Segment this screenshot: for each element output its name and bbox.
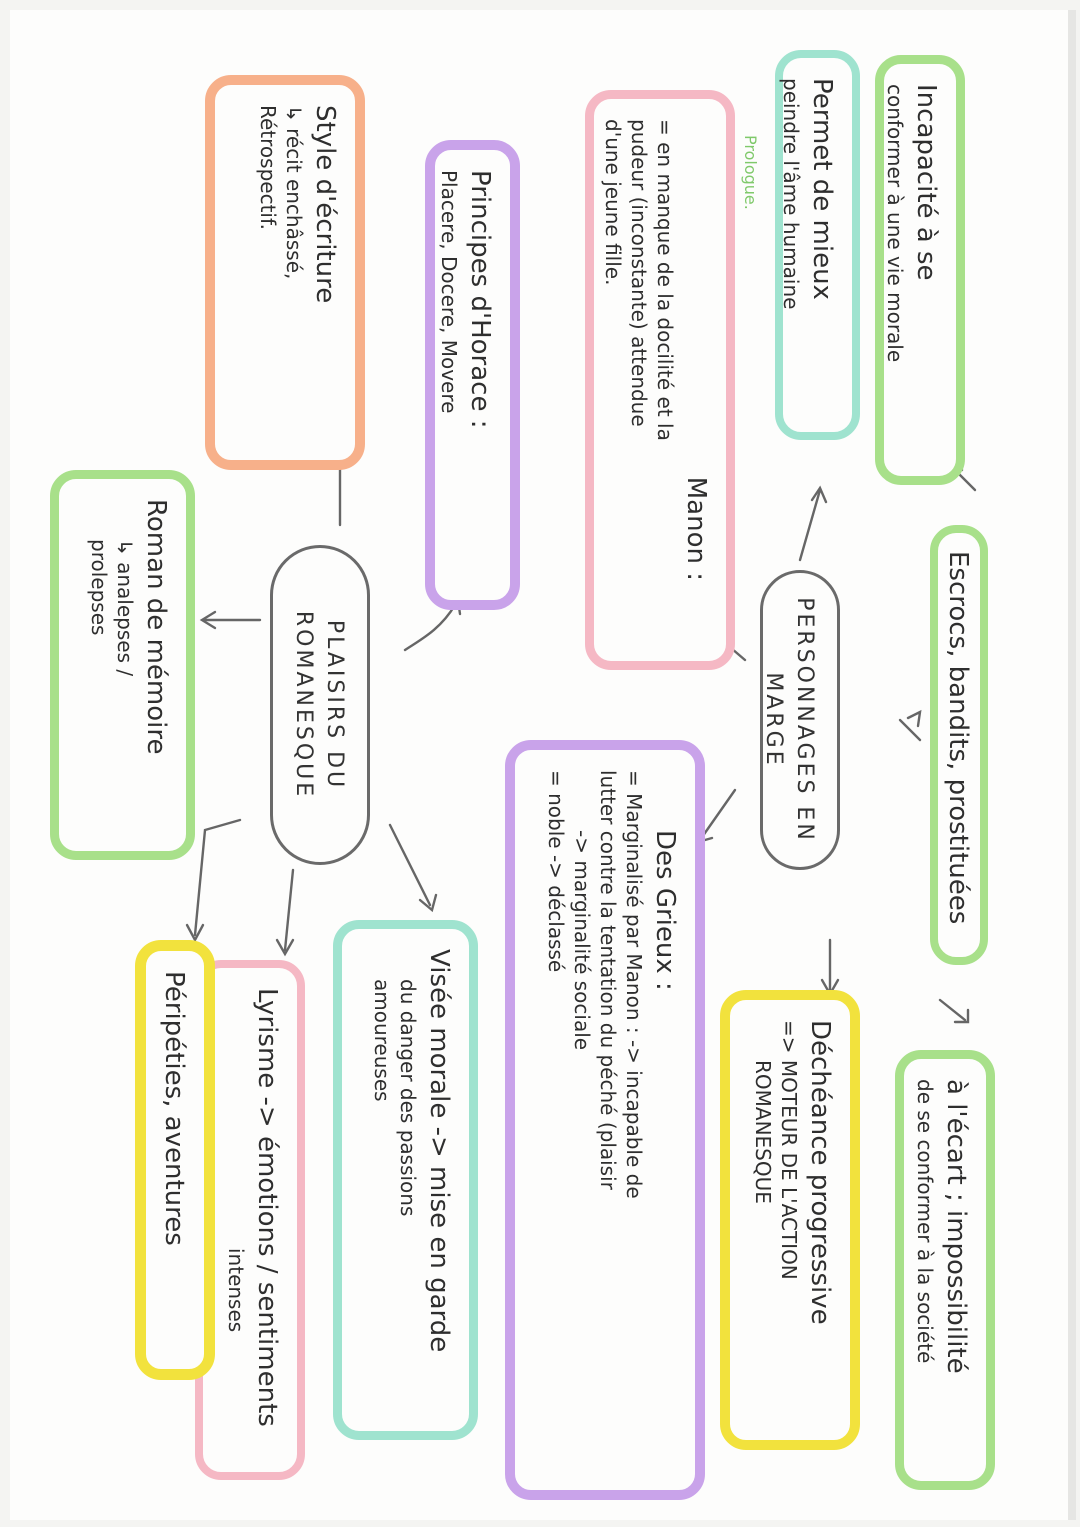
degrieux-line1: = Marginalisé par Manon : -> incapable d… (622, 770, 647, 1199)
manon-line1: = en manque de la docilité et la (653, 119, 678, 441)
manon-title: Manon : (681, 476, 711, 581)
degrieux-line2: lutter contre la tentation du péché (pla… (596, 770, 621, 1190)
memoire-line2: ↳ analepses / (113, 539, 138, 677)
ecart-line2: de se conformer à la société (913, 1079, 938, 1364)
hub-personnages-line1: PERSONNAGES EN (792, 597, 817, 843)
note-style-ecriture: Style d'écriture ↳ récit enchâssé, Rétro… (205, 75, 365, 470)
prologue-text: Prologue. (741, 135, 760, 210)
note-visee-morale: Visée morale -> mise en garde du danger … (333, 920, 478, 1440)
horace-line2: Placere, Docere, Movere (437, 170, 462, 414)
style-line3: Rétrospectif. (256, 105, 281, 230)
degrieux-line4: = noble -> déclassé (544, 770, 569, 973)
style-line1: Style d'écriture (310, 105, 340, 304)
prologue-label: Prologue. (741, 135, 760, 210)
peripeties-text: Péripéties, aventures (159, 971, 189, 1246)
hub-personnages-en-marge: PERSONNAGES EN MARGE (760, 570, 840, 870)
incapacite-line2: conformer à une vie morale (883, 84, 908, 363)
note-des-grieux: Des Grieux : = Marginalisé par Manon : -… (505, 740, 705, 1500)
memoire-line1: Roman de mémoire (141, 499, 171, 755)
lyrisme-line1: Lyrisme -> émotions / sentiments (252, 988, 282, 1427)
decheance-line1: Déchéance progressive (805, 1020, 835, 1325)
hub-personnages-line2: MARGE (761, 672, 787, 768)
hub-plaisirs-line2: ROMANESQUE (291, 610, 317, 800)
style-line2: ↳ récit enchâssé, (282, 105, 307, 280)
note-a-lecart: à l'écart ; impossibilité de se conforme… (895, 1050, 995, 1490)
note-incapacite: Incapacité à se conformer à une vie mora… (875, 55, 965, 485)
degrieux-title: Des Grieux : (650, 830, 680, 991)
escrocs-text: Escrocs, bandits, prostituées (943, 551, 973, 925)
visee-line1: Visée morale -> mise en garde (424, 949, 454, 1353)
degrieux-line3: -> marginalité sociale (570, 830, 595, 1051)
manon-line3: d'une jeune fille. (601, 119, 626, 286)
note-peripeties: Péripéties, aventures (135, 940, 215, 1380)
note-peindre-ame-humaine: Permet de mieux peindre l'âme humaine (775, 50, 860, 440)
manon-line2: pudeur (inconstante) attendue (627, 119, 652, 427)
peindre-line1: Permet de mieux (807, 78, 837, 300)
visee-line3: amoureuses (370, 979, 395, 1102)
peindre-line2: peindre l'âme humaine (779, 78, 804, 310)
note-principes-horace: Principes d'Horace : Placere, Docere, Mo… (425, 140, 520, 610)
note-roman-de-memoire: Roman de mémoire ↳ analepses / prolepses (50, 470, 195, 860)
note-manon: Manon : = en manque de la docilité et la… (585, 90, 735, 670)
hub-plaisirs-du-romanesque: PLAISIRS DU ROMANESQUE (270, 545, 370, 865)
visee-line2: du danger des passions (396, 979, 421, 1217)
horace-line1: Principes d'Horace : (465, 170, 495, 429)
incapacite-line1: Incapacité à se (911, 84, 941, 281)
decheance-line2: => MOTEUR DE L'ACTION (777, 1020, 802, 1280)
note-escrocs: Escrocs, bandits, prostituées (930, 525, 988, 965)
lyrisme-line2: intenses (224, 1248, 249, 1333)
note-decheance: Déchéance progressive => MOTEUR DE L'ACT… (720, 990, 860, 1450)
hub-plaisirs-line1: PLAISIRS DU (322, 619, 347, 791)
memoire-line3: prolepses (87, 539, 112, 636)
ecart-line1: à l'écart ; impossibilité (941, 1079, 971, 1374)
decheance-line3: ROMANESQUE (751, 1060, 776, 1204)
